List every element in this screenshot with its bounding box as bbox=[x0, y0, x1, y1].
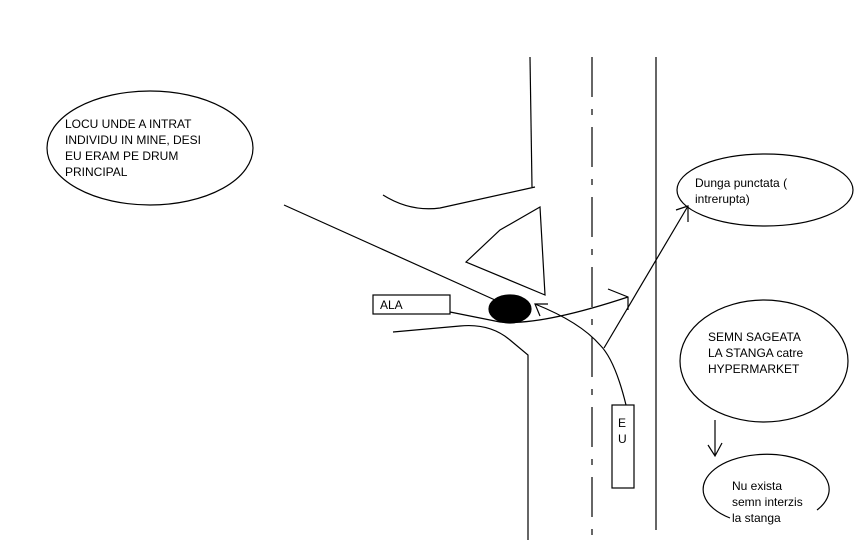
callout-bubble-arrow-sign bbox=[679, 299, 849, 423]
pointer-line-dashed bbox=[603, 205, 689, 349]
arrowhead-my-car bbox=[534, 303, 548, 317]
my-car-label-u: U bbox=[618, 432, 627, 446]
callout-line: la stanga bbox=[732, 511, 781, 525]
callout-dashed-text: Dunga punctata ( intrerupta) bbox=[695, 175, 787, 207]
callout-line: SEMN SAGEATA bbox=[708, 330, 801, 344]
callout-impact-text: LOCU UNDE A INTRAT INDIVIDU IN MINE, DES… bbox=[65, 116, 201, 180]
other-car-label: ALA bbox=[380, 298, 403, 312]
callout-line: EU ERAM PE DRUM bbox=[65, 149, 179, 163]
callout-line: semn interzis bbox=[732, 495, 803, 509]
side-road-upper-curb bbox=[382, 186, 536, 210]
callout-bubble-no-sign bbox=[702, 453, 830, 519]
my-car-trajectory bbox=[534, 303, 627, 406]
callout-line: Nu exista bbox=[732, 479, 783, 493]
my-car-box bbox=[611, 404, 635, 489]
callout-line: HYPERMARKET bbox=[708, 362, 800, 376]
callout-bubble-dashed bbox=[676, 153, 854, 227]
my-car-label-e: E bbox=[618, 416, 627, 430]
callout-no-sign-text: Nu exista semn interzis la stanga bbox=[732, 478, 803, 526]
other-car-box bbox=[372, 294, 451, 315]
down-arrow-icon bbox=[707, 420, 723, 458]
callout-line: intrerupta) bbox=[695, 192, 750, 206]
side-road-lower-curb bbox=[392, 324, 529, 540]
callout-arrow-sign-text: SEMN SAGEATA LA STANGA catre HYPERMARKET bbox=[708, 329, 803, 377]
callout-line: Dunga punctata ( bbox=[695, 176, 788, 190]
other-car-trajectory bbox=[449, 296, 629, 324]
pointer-line-impact bbox=[283, 204, 496, 301]
road-left-edge-upper bbox=[529, 56, 533, 188]
callout-line: LOCU UNDE A INTRAT bbox=[65, 117, 192, 131]
callout-line: PRINCIPAL bbox=[65, 165, 128, 179]
arrowhead-dashed-callout bbox=[675, 205, 689, 222]
callout-line: INDIVIDU IN MINE, DESI bbox=[65, 133, 202, 147]
callout-line: LA STANGA catre bbox=[708, 346, 804, 360]
arrowhead-left-turn bbox=[607, 288, 629, 310]
traffic-island-triangle bbox=[464, 205, 546, 296]
callout-bubble-impact bbox=[46, 90, 254, 206]
collision-point-blob bbox=[488, 294, 532, 324]
